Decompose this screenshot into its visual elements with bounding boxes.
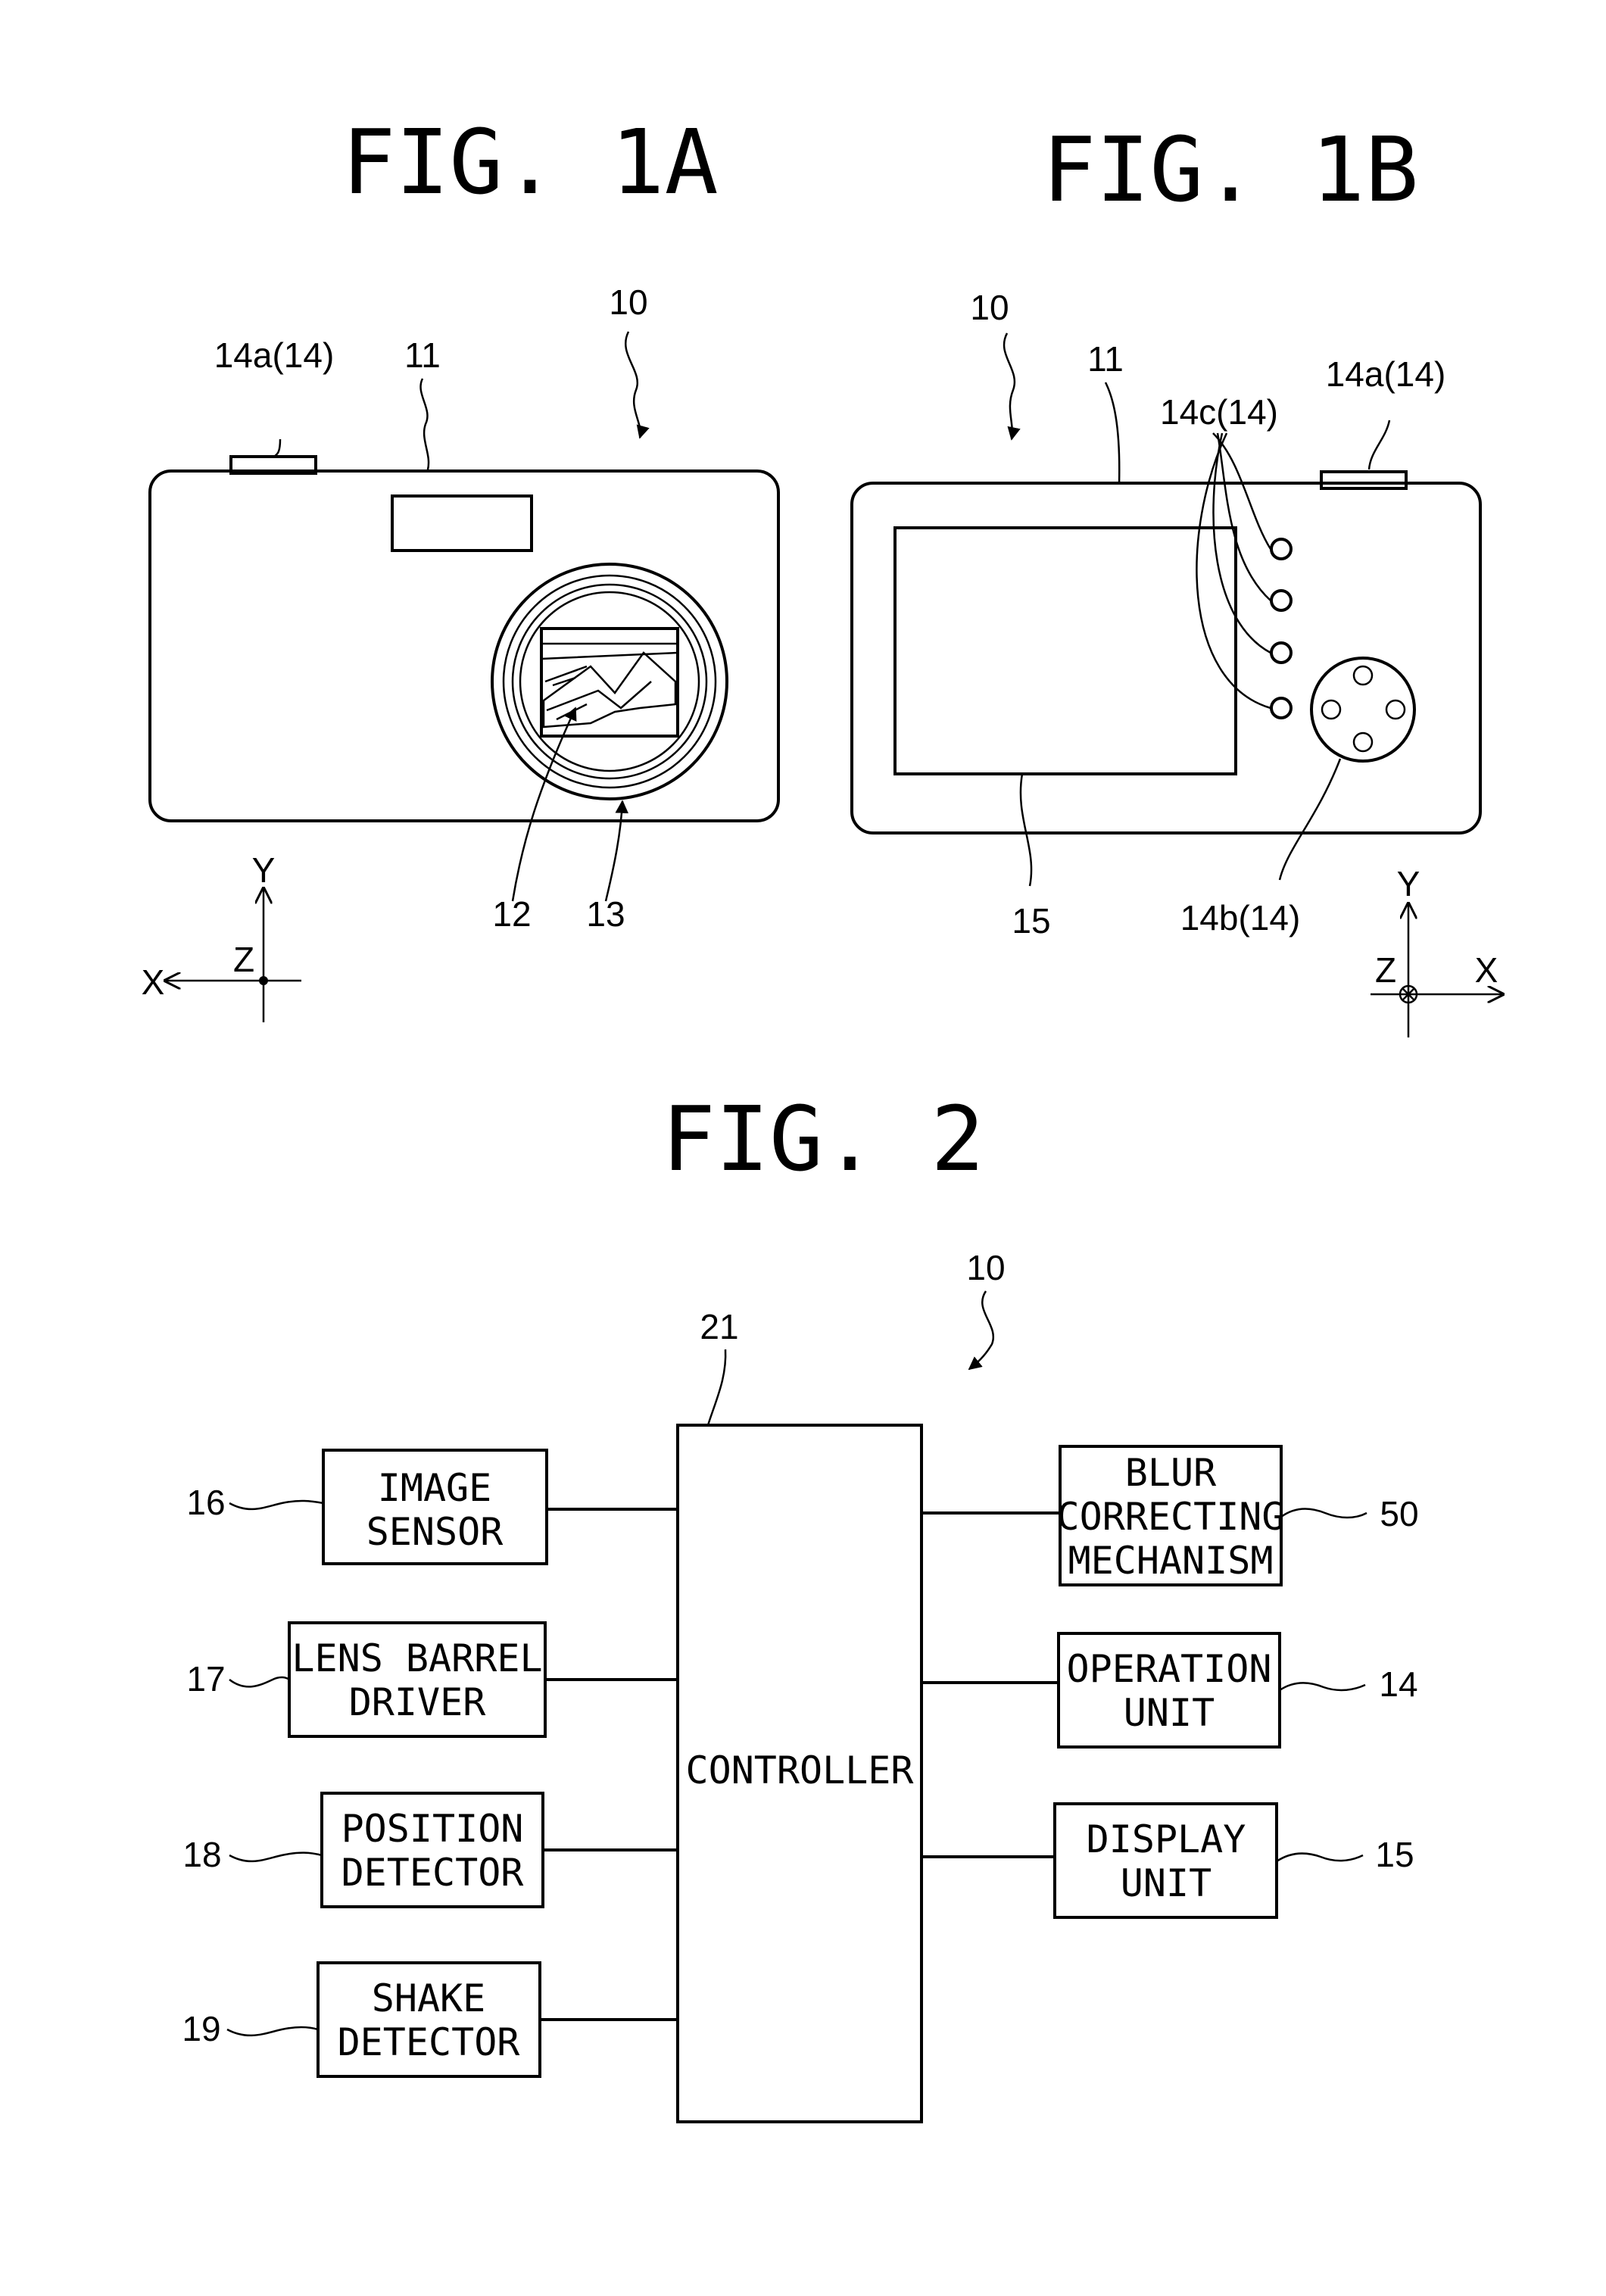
- leader-10-back: [1004, 333, 1015, 439]
- axis-z: Z: [233, 940, 254, 979]
- leader-11-back: [1105, 382, 1119, 485]
- leader-10: [625, 332, 641, 438]
- block-position-detector-line-2: DETECTOR: [341, 1851, 525, 1895]
- leader-21: [708, 1349, 725, 1425]
- ref-12: 12: [492, 894, 531, 934]
- ref-17: 17: [186, 1659, 225, 1699]
- ref-14a-back: 14a(14): [1326, 354, 1446, 394]
- axis-y: Y: [252, 850, 276, 890]
- fig-2: FIG. 2 10 21 CONTROLLER IMAGE SENSOR 16 …: [182, 1087, 1418, 2122]
- ref-18: 18: [182, 1835, 221, 1874]
- control-dial: [1311, 658, 1414, 761]
- leader-14b: [1280, 759, 1340, 880]
- ref-15: 15: [1012, 901, 1050, 941]
- display-screen: [895, 528, 1236, 774]
- ref-13: 13: [586, 894, 625, 934]
- image-sensor: [541, 629, 678, 736]
- axes-fig-1b: Y X Z: [1371, 864, 1503, 1037]
- axes-fig-1a: Y X Z: [142, 850, 301, 1022]
- camera-body-front: [150, 471, 778, 821]
- ref-10: 10: [609, 282, 647, 322]
- ref-16: 16: [186, 1483, 225, 1522]
- block-image-sensor: IMAGE SENSOR 16: [186, 1450, 678, 1564]
- ref-15-block: 15: [1375, 1835, 1414, 1874]
- fig-2-title: FIG. 2: [662, 1087, 984, 1191]
- leader-11: [421, 379, 429, 469]
- side-buttons: [1271, 539, 1291, 718]
- ref-10-block: 10: [966, 1248, 1005, 1287]
- leader-14a: [274, 439, 280, 457]
- axis-y-back: Y: [1397, 864, 1420, 903]
- ref-14: 14: [1379, 1664, 1417, 1704]
- axis-z-back: Z: [1375, 950, 1396, 990]
- ref-14a: 14a(14): [214, 335, 335, 375]
- leaders-14c: [1196, 433, 1271, 708]
- block-image-sensor-line-1: IMAGE: [378, 1466, 492, 1510]
- block-position-detector: POSITION DETECTOR 18: [182, 1793, 678, 1907]
- block-image-sensor-line-2: SENSOR: [366, 1510, 504, 1554]
- ref-10-back: 10: [970, 288, 1009, 327]
- block-blur-correcting-mechanism: BLUR CORRECTING MECHANISM 50: [922, 1446, 1419, 1585]
- ref-11-back: 11: [1087, 339, 1124, 379]
- leader-10-block: [969, 1291, 993, 1369]
- controller-label: CONTROLLER: [685, 1749, 914, 1792]
- ref-11: 11: [404, 335, 441, 375]
- camera-body-back: [852, 483, 1480, 833]
- leader-13: [606, 801, 622, 901]
- fig-1a: FIG. 1A 10 11 14a(14): [142, 110, 778, 1022]
- block-blur-line-2: CORRECTING: [1056, 1495, 1284, 1539]
- block-shake-detector-line-1: SHAKE: [372, 1976, 486, 2020]
- leader-14a-back: [1369, 420, 1389, 469]
- fig-1b: FIG. 1B: [852, 117, 1503, 1037]
- block-operation-unit: OPERATION UNIT 14: [922, 1633, 1418, 1747]
- shutter-button-back: [1321, 472, 1406, 488]
- axis-x-back: X: [1475, 950, 1498, 990]
- ref-21: 21: [700, 1307, 738, 1346]
- block-position-detector-line-1: POSITION: [341, 1807, 524, 1851]
- block-shake-detector-line-2: DETECTOR: [338, 2020, 521, 2064]
- flash-window: [392, 496, 532, 551]
- block-operation-unit-line-1: OPERATION: [1067, 1647, 1272, 1691]
- block-lens-barrel-driver: LENS BARREL DRIVER 17: [186, 1623, 678, 1736]
- fig-1a-title: FIG. 1A: [341, 110, 718, 214]
- leader-15: [1021, 774, 1031, 886]
- ref-14b: 14b(14): [1180, 898, 1301, 937]
- ref-19: 19: [182, 2009, 220, 2048]
- block-lens-barrel-driver-line-1: LENS BARREL: [292, 1636, 542, 1680]
- fig-1b-title: FIG. 1B: [1042, 117, 1418, 222]
- block-operation-unit-line-2: UNIT: [1124, 1691, 1215, 1735]
- block-blur-line-3: MECHANISM: [1068, 1539, 1274, 1583]
- axis-x: X: [142, 962, 165, 1002]
- lens-barrel: [492, 564, 727, 799]
- block-display-unit-line-2: UNIT: [1121, 1861, 1212, 1905]
- block-blur-line-1: BLUR: [1125, 1451, 1217, 1495]
- block-shake-detector: SHAKE DETECTOR 19: [182, 1963, 678, 2076]
- block-display-unit: DISPLAY UNIT 15: [922, 1804, 1414, 1917]
- block-lens-barrel-driver-line-2: DRIVER: [349, 1680, 487, 1724]
- block-display-unit-line-1: DISPLAY: [1087, 1817, 1246, 1861]
- ref-50: 50: [1380, 1494, 1418, 1533]
- ref-14c: 14c(14): [1160, 392, 1278, 432]
